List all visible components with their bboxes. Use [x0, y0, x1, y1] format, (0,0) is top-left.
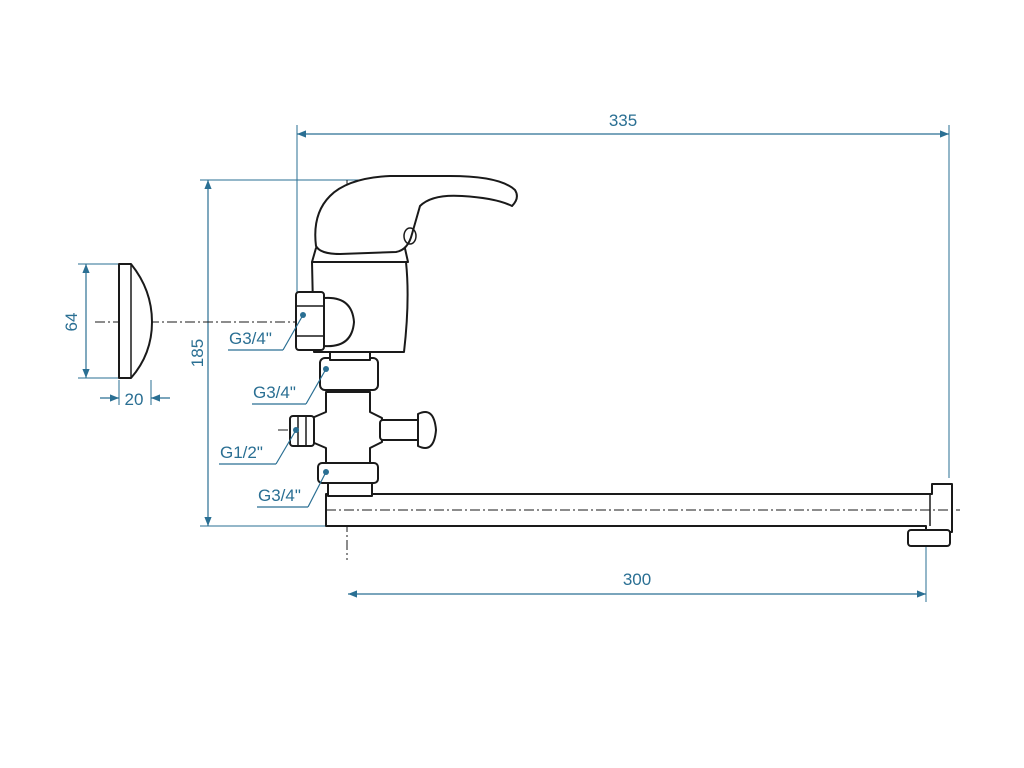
dimension-flange-depth: 20: [100, 380, 170, 409]
overall-length-label: 335: [609, 111, 637, 130]
diverter-knob: [417, 411, 437, 449]
inlet-fitting: [289, 415, 315, 447]
flange-diameter-label: 64: [62, 313, 81, 332]
spout-reach-label: 300: [623, 570, 651, 589]
dimension-flange-diameter: 64: [62, 263, 120, 379]
dimension-overall-length: 335: [296, 111, 950, 478]
thread-callout-1: G3/4": [228, 312, 306, 351]
height-label: 185: [188, 339, 207, 367]
lever-handle: [314, 175, 518, 255]
faucet: [289, 175, 960, 547]
thread-label-3: G1/2": [220, 443, 263, 462]
flange-depth-label: 20: [125, 390, 144, 409]
dimension-height: 185: [188, 179, 430, 527]
tee-body: [311, 391, 383, 464]
dimension-spout-reach: 300: [348, 540, 927, 602]
thread-label-4: G3/4": [258, 486, 301, 505]
thread-callout-2: G3/4": [252, 366, 329, 405]
thread-label-2: G3/4": [253, 383, 296, 402]
thread-label-1: G3/4": [229, 329, 272, 348]
upper-nut: [319, 357, 379, 391]
wall-flange: [118, 263, 153, 379]
thread-callout-4: G3/4": [257, 469, 329, 508]
thread-callout-3: G1/2": [219, 427, 299, 465]
spout: [325, 483, 953, 533]
